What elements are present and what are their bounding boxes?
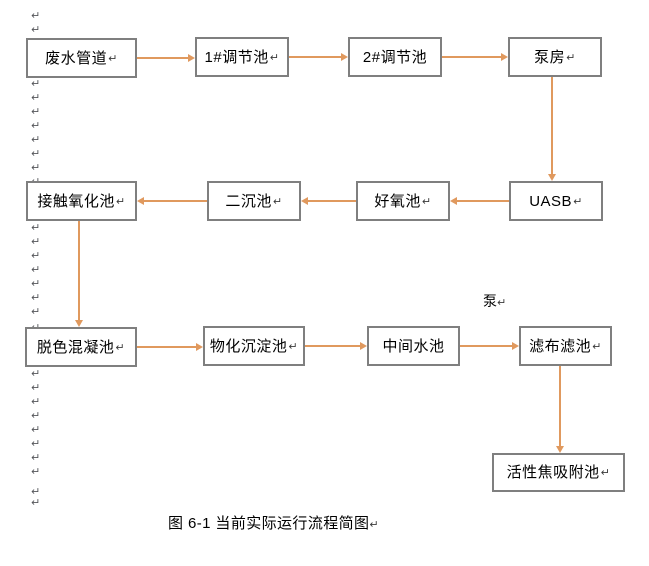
pilcrow-icon: ↵ xyxy=(31,277,41,290)
pilcrow-icon: ↵ xyxy=(31,147,41,160)
arrowhead-n6-to-n7 xyxy=(301,197,308,205)
pilcrow-icon: ↵ xyxy=(31,465,41,478)
process-node-label: 滤布滤池 xyxy=(529,337,592,355)
process-node-n11[interactable]: 中间水池 xyxy=(367,326,460,366)
arrowhead-n1-to-n2 xyxy=(188,54,195,62)
connector-n1-to-n2 xyxy=(137,57,189,59)
connector-n9-to-n10 xyxy=(137,346,197,348)
figure-caption-pilcrow: ↵ xyxy=(369,519,380,531)
pilcrow-icon: ↵ xyxy=(31,437,41,450)
connector-n6-to-n7 xyxy=(307,200,356,202)
arrowhead-n4-to-n5 xyxy=(548,174,556,181)
process-node-n2[interactable]: 1#调节池↵ xyxy=(195,37,289,77)
process-node-label: 活性焦吸附池 xyxy=(506,464,600,481)
connector-n5-to-n6 xyxy=(456,200,509,202)
pilcrow-icon: ↵ xyxy=(31,249,41,262)
process-node-n8[interactable]: 接触氧化池↵ xyxy=(26,181,137,221)
pilcrow-icon: ↵ xyxy=(31,161,41,174)
process-node-n9[interactable]: 脱色混凝池↵ xyxy=(25,327,137,367)
connector-n7-to-n8 xyxy=(143,200,207,202)
pilcrow-icon: ↵ xyxy=(108,52,118,65)
pilcrow-icon: ↵ xyxy=(31,77,41,90)
pilcrow-icon: ↵ xyxy=(31,305,41,318)
annotation-label-text: 泵 xyxy=(483,293,497,309)
pilcrow-icon: ↵ xyxy=(31,367,41,380)
figure-caption-text: 图 6-1 当前实际运行流程简图 xyxy=(168,515,370,532)
pilcrow-icon: ↵ xyxy=(115,341,126,354)
process-node-label: 废水管道 xyxy=(45,49,108,67)
connector-n12-to-n13 xyxy=(559,366,561,448)
pilcrow-icon: ↵ xyxy=(31,221,41,234)
process-node-n12[interactable]: 滤布滤池↵ xyxy=(519,326,612,366)
pilcrow-icon: ↵ xyxy=(269,51,280,64)
pilcrow-icon: ↵ xyxy=(31,451,41,464)
pilcrow-icon: ↵ xyxy=(31,263,41,276)
pilcrow-icon: ↵ xyxy=(31,496,41,509)
process-node-label: 二沉池 xyxy=(225,192,272,210)
pilcrow-icon: ↵ xyxy=(566,51,576,64)
pilcrow-icon: ↵ xyxy=(31,23,41,36)
connector-n4-to-n5 xyxy=(551,77,553,176)
pilcrow-icon: ↵ xyxy=(31,485,41,498)
pilcrow-icon: ↵ xyxy=(31,133,41,146)
process-node-label: 2#调节池 xyxy=(362,48,428,66)
arrowhead-n2-to-n3 xyxy=(341,53,348,61)
process-node-label: 脱色混凝池 xyxy=(36,338,115,356)
process-node-label: 接触氧化池 xyxy=(37,192,115,210)
pilcrow-icon: ↵ xyxy=(592,340,602,353)
connector-n11-to-n12 xyxy=(460,345,513,347)
pilcrow-icon: ↵ xyxy=(421,195,432,208)
pilcrow-icon: ↵ xyxy=(31,9,41,22)
connector-n3-to-n4 xyxy=(442,56,502,58)
process-node-label: 物化沉淀池 xyxy=(209,337,288,355)
arrowhead-n5-to-n6 xyxy=(450,197,457,205)
process-node-n1[interactable]: 废水管道↵ xyxy=(26,38,137,78)
arrowhead-n7-to-n8 xyxy=(137,197,144,205)
arrowhead-n10-to-n11 xyxy=(360,342,367,350)
pilcrow-icon: ↵ xyxy=(31,423,41,436)
arrowhead-n8-to-n9 xyxy=(75,320,83,327)
process-node-n7[interactable]: 二沉池↵ xyxy=(207,181,301,221)
arrowhead-n12-to-n13 xyxy=(556,446,564,453)
pilcrow-icon: ↵ xyxy=(31,381,41,394)
arrowhead-n11-to-n12 xyxy=(512,342,519,350)
pilcrow-icon: ↵ xyxy=(288,340,299,353)
process-node-n4[interactable]: 泵房↵ xyxy=(508,37,602,77)
connector-n8-to-n9 xyxy=(78,221,80,322)
figure-caption: 图 6-1 当前实际运行流程简图↵ xyxy=(168,512,379,533)
pilcrow-icon: ↵ xyxy=(573,195,583,208)
pilcrow-icon: ↵ xyxy=(31,235,41,248)
process-node-label: 1#调节池 xyxy=(204,48,269,66)
process-node-label: 泵房 xyxy=(534,48,566,66)
pilcrow-icon: ↵ xyxy=(272,195,283,208)
connector-n10-to-n11 xyxy=(305,345,361,347)
pilcrow-icon: ↵ xyxy=(31,395,41,408)
pilcrow-icon: ↵ xyxy=(31,91,41,104)
process-node-n13[interactable]: 活性焦吸附池↵ xyxy=(492,453,625,492)
process-node-label: 好氧池 xyxy=(374,192,421,210)
pilcrow-icon: ↵ xyxy=(115,195,126,208)
process-node-label: 中间水池 xyxy=(382,337,445,355)
process-node-label: UASB xyxy=(529,192,573,210)
annotation-label-pump: 泵↵ xyxy=(483,291,506,311)
pilcrow-icon: ↵ xyxy=(31,291,41,304)
process-node-n10[interactable]: 物化沉淀池↵ xyxy=(203,326,305,366)
process-node-n3[interactable]: 2#调节池 xyxy=(348,37,442,77)
process-node-n5[interactable]: UASB↵ xyxy=(509,181,603,221)
pilcrow-icon: ↵ xyxy=(31,119,41,132)
process-node-n6[interactable]: 好氧池↵ xyxy=(356,181,450,221)
arrowhead-n9-to-n10 xyxy=(196,343,203,351)
pilcrow-icon: ↵ xyxy=(31,409,41,422)
connector-n2-to-n3 xyxy=(289,56,342,58)
pilcrow-icon: ↵ xyxy=(600,467,611,479)
arrowhead-n3-to-n4 xyxy=(501,53,508,61)
pilcrow-icon: ↵ xyxy=(31,105,41,118)
pilcrow-icon: ↵ xyxy=(497,297,507,309)
